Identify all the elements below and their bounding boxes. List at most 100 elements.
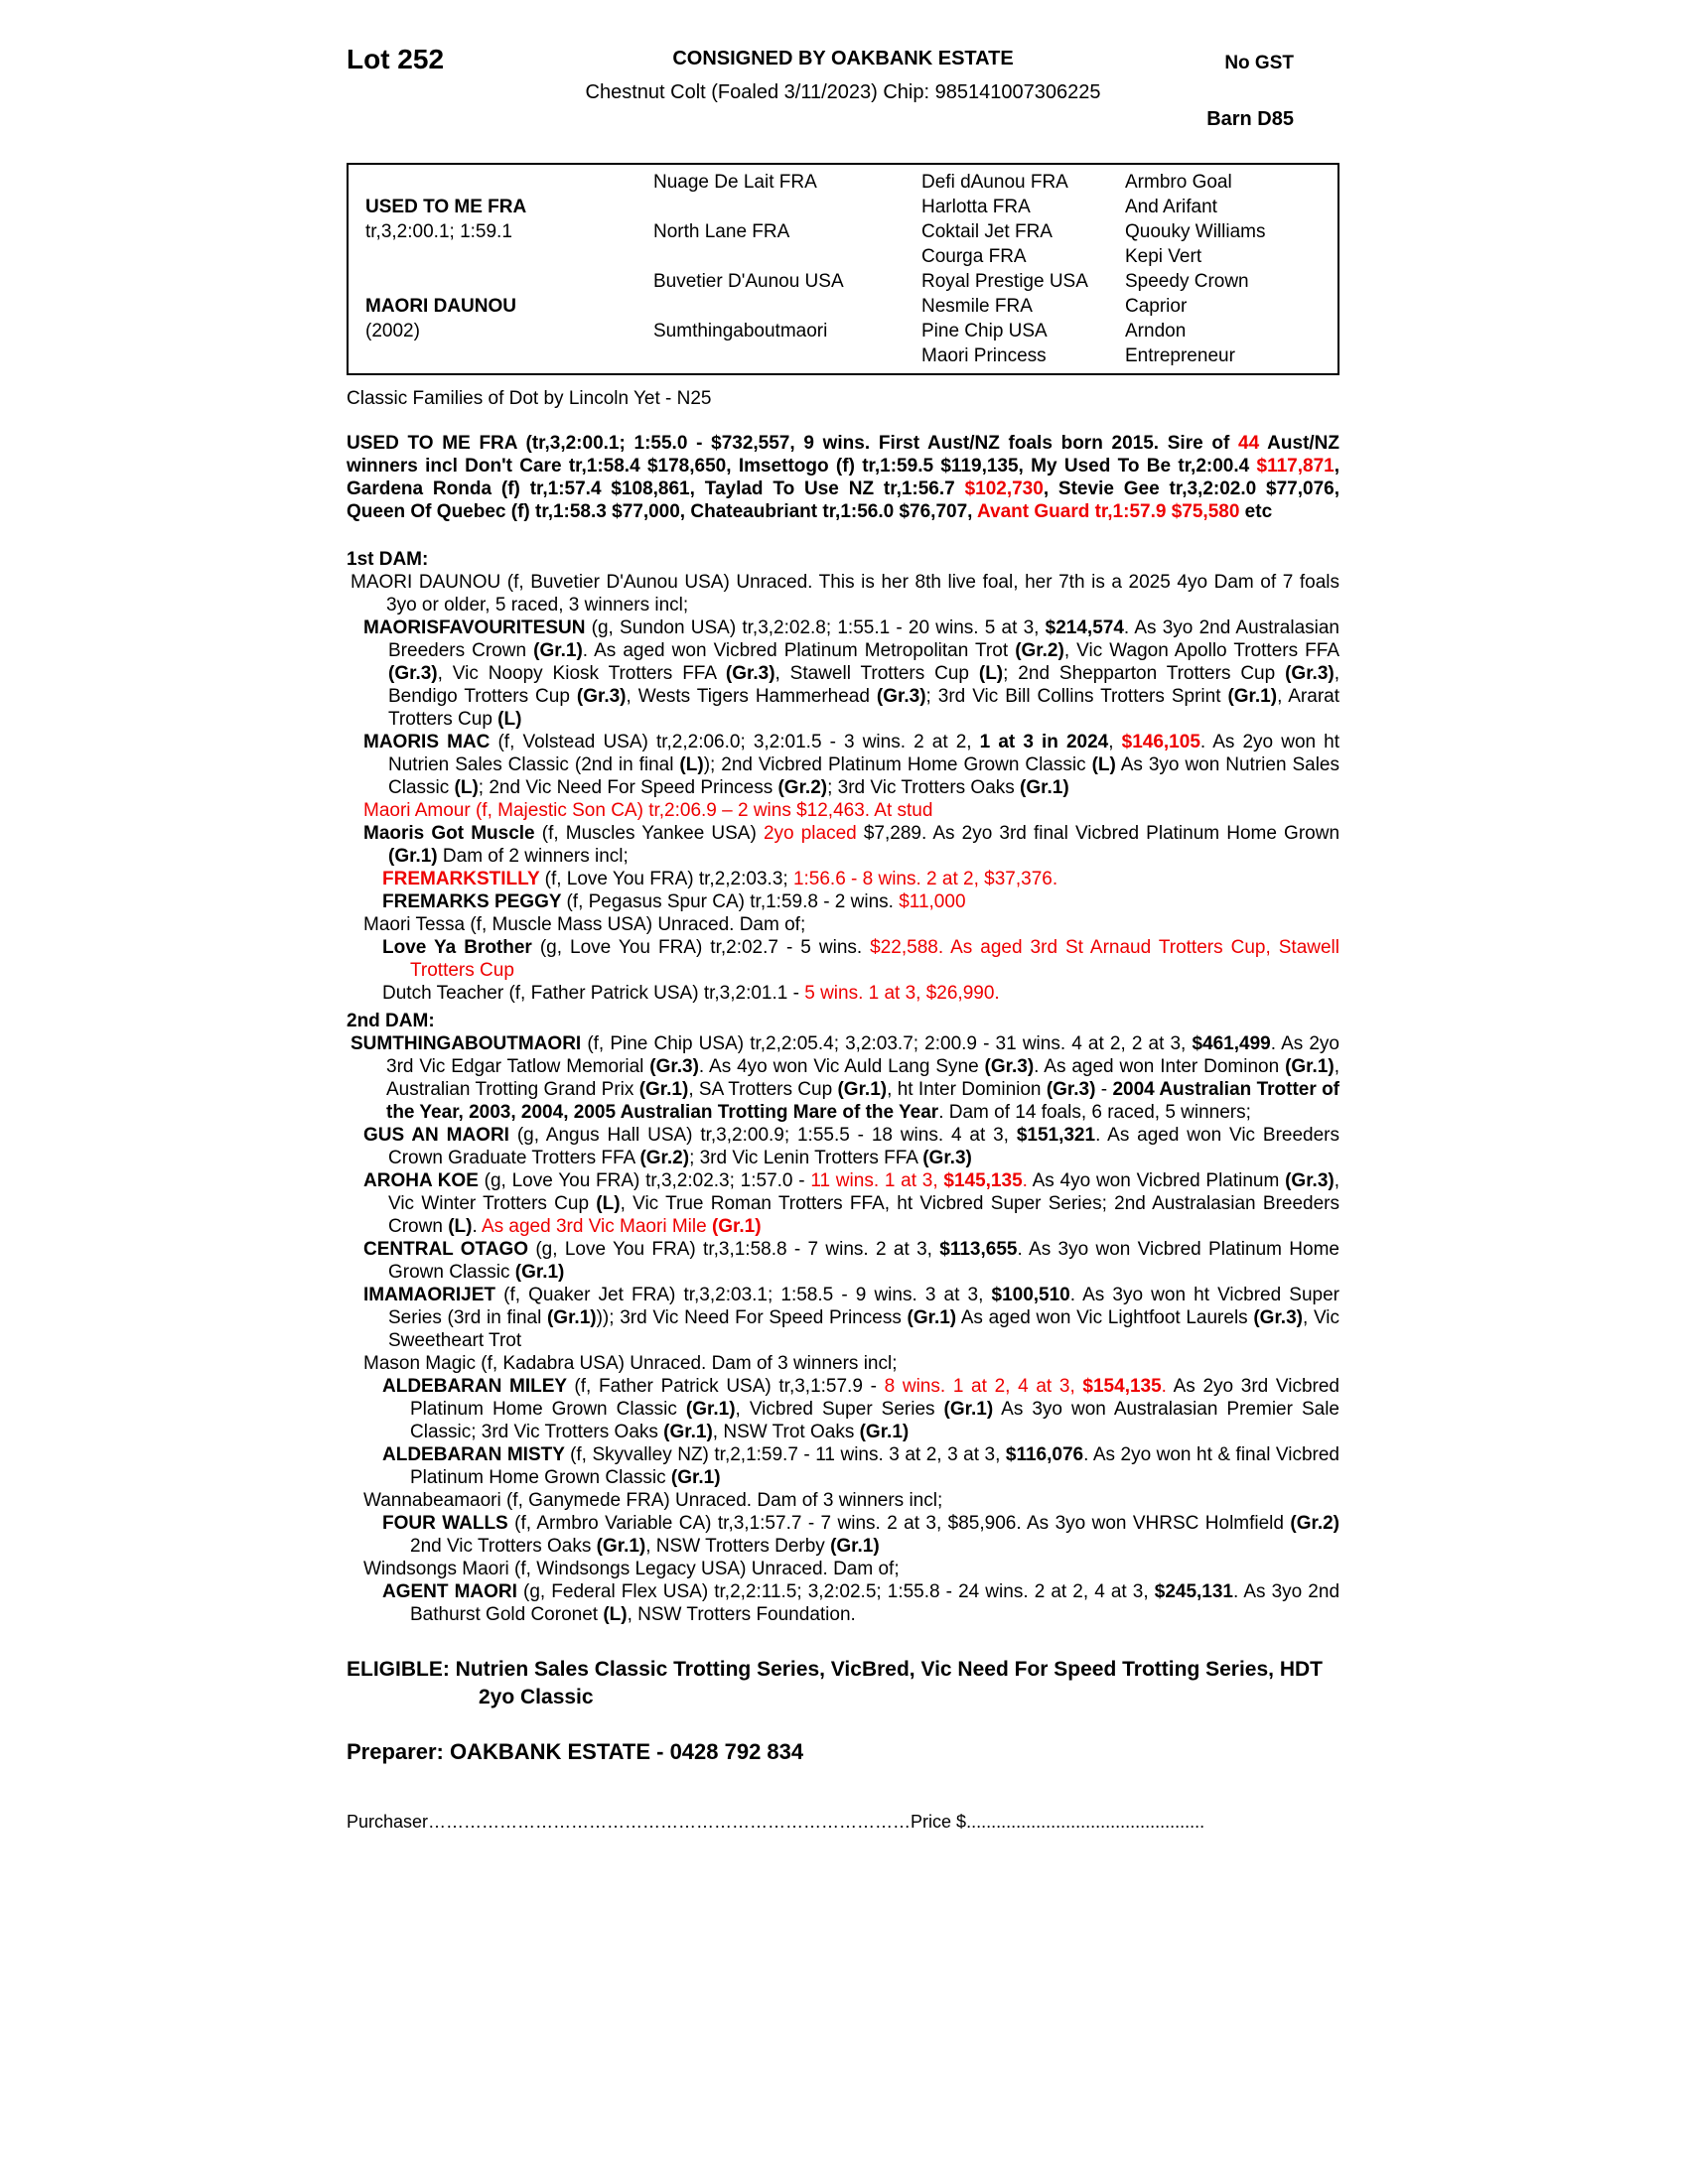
text-segment: Wannabeamaori (f, Ganymede FRA) Unraced.… xyxy=(363,1490,943,1511)
text-segment: 2nd DAM: xyxy=(347,1011,435,1031)
text-segment: . As 3yo won ht Vicbred Super Series (3r… xyxy=(388,1285,1339,1328)
text-segment: As 2yo 3rd Vicbred Platinum Home Grown C… xyxy=(410,1376,1339,1420)
text-segment: Avant Guard tr,1:57.9 $75,580 xyxy=(977,501,1240,522)
progeny-mason-magic: Mason Magic (f, Kadabra USA) Unraced. Da… xyxy=(347,1352,1339,1375)
text-segment: , Bendigo Trotters Cup xyxy=(388,663,1339,707)
progeny-maorisfavouritesun: MAORISFAVOURITESUN (g, Sundon USA) tr,3,… xyxy=(347,616,1339,731)
pedigree-cell: Nesmile FRA xyxy=(921,296,1033,317)
text-segment: ; 2nd Shepparton Trotters Cup xyxy=(1003,663,1286,684)
text-segment: (f, Armbro Variable CA) tr,3,1:57.7 - 7 … xyxy=(514,1513,1291,1534)
text-segment: (Gr.1) xyxy=(1285,1056,1335,1077)
pedigree-cell: (2002) xyxy=(365,321,420,341)
text-segment: ; 3rd Vic Bill Collins Trotters Sprint xyxy=(925,686,1228,707)
text-segment: . As aged won Vic Breeders Crown Graduat… xyxy=(388,1125,1340,1168)
progeny-dutch-teacher: Dutch Teacher (f, Father Patrick USA) tr… xyxy=(347,982,1339,1005)
text-segment: ALDEBARAN MILEY xyxy=(382,1376,575,1397)
text-segment: As 4yo won Vicbred Platinum xyxy=(1027,1170,1286,1191)
text-segment: . As 3yo won Vicbred Platinum Home Grown… xyxy=(388,1239,1339,1283)
pedigree-cell: Harlotta FRA xyxy=(921,197,1031,217)
text-segment: , Vic Wagon Apollo Trotters FFA xyxy=(1063,640,1340,661)
text-segment: USED TO ME FRA (tr,3,2:00.1; 1:55.0 - $7… xyxy=(347,433,1239,454)
text-segment: (Gr.3) xyxy=(984,1056,1035,1077)
text-segment: AROHA KOE xyxy=(363,1170,485,1191)
text-segment: . As 4yo won Vic Auld Lang Syne xyxy=(698,1056,985,1077)
header-right: No GST Barn D85 xyxy=(1206,52,1294,131)
text-segment: (f, Love You FRA) tr,2,2:03.3; xyxy=(544,869,793,889)
progeny-four-walls: FOUR WALLS (f, Armbro Variable CA) tr,3,… xyxy=(347,1512,1339,1558)
text-segment: 2004 Australian Trotter of the Year, 200… xyxy=(386,1079,1340,1123)
text-segment: (Gr.1) xyxy=(533,640,583,661)
progeny-maori-amour: Maori Amour (f, Majestic Son CA) tr,2:06… xyxy=(347,799,1339,822)
text-segment: (Gr.3) xyxy=(1285,663,1335,684)
text-segment: (Gr.1) xyxy=(546,1307,597,1328)
pedigree-cell: USED TO ME FRA xyxy=(365,197,527,217)
text-segment: (Gr.1) xyxy=(388,846,438,867)
progeny-maoris-mac: MAORIS MAC (f, Volstead USA) tr,2,2:06.0… xyxy=(347,731,1339,799)
pedigree-cell: And Arifant xyxy=(1125,197,1217,217)
pedigree-cell: Courga FRA xyxy=(921,246,1027,267)
progeny-central-otago: CENTRAL OTAGO (g, Love You FRA) tr,3,1:5… xyxy=(347,1238,1339,1284)
text-segment: MAORIS MAC xyxy=(363,732,498,752)
pedigree-cell: Arndon xyxy=(1125,321,1187,341)
text-segment: $145,135 xyxy=(943,1170,1023,1191)
text-segment: . xyxy=(472,1216,482,1237)
text-segment: 44 xyxy=(1238,433,1260,454)
second-dam-heading: 2nd DAM: xyxy=(347,1010,1339,1032)
text-segment: (Gr.1) xyxy=(514,1262,565,1283)
pedigree-cell: Maori Princess xyxy=(921,345,1047,366)
text-segment: , Vic Noopy Kiosk Trotters FFA xyxy=(437,663,726,684)
text-segment: (L) xyxy=(448,1216,473,1237)
progeny-aroha-koe: AROHA KOE (g, Love You FRA) tr,3,2:02.3;… xyxy=(347,1169,1339,1238)
text-segment: FREMARKSTILLY xyxy=(382,869,545,889)
text-segment: . As 2yo 3rd Vic Edgar Tatlow Memorial xyxy=(386,1033,1339,1077)
text-segment: (L) xyxy=(454,777,479,798)
text-segment: , Australian Trotting Grand Prix xyxy=(386,1056,1339,1100)
text-segment: $7,289. As 2yo 3rd final Vicbred Platinu… xyxy=(856,823,1340,844)
page-footer: ELIGIBLE: Nutrien Sales Classic Trotting… xyxy=(347,1656,1339,1834)
text-segment: (Gr.2) xyxy=(1015,640,1064,661)
text-segment: Dam of 2 winners incl; xyxy=(437,846,629,867)
pedigree-cell: Pine Chip USA xyxy=(921,321,1048,341)
text-segment: , Vic Sweetheart Trot xyxy=(388,1307,1339,1351)
pedigree-cell: Caprior xyxy=(1125,296,1188,317)
text-segment: IMAMAORIJET xyxy=(363,1285,504,1305)
text-segment: 8 wins. 1 at 2, 4 at 3, xyxy=(884,1376,1083,1397)
text-segment: (Gr.3) xyxy=(725,663,775,684)
text-segment: As 3yo won Australasian Premier Sale Cla… xyxy=(410,1399,1339,1442)
text-segment: (Gr.1) xyxy=(711,1216,762,1237)
consignor-title: CONSIGNED BY OAKBANK ESTATE xyxy=(672,48,1014,69)
text-segment: (Gr.3) xyxy=(576,686,627,707)
text-segment: ........................................… xyxy=(966,1812,1205,1832)
text-segment: (Gr.1) xyxy=(685,1399,736,1420)
progeny-windsongs-maori: Windsongs Maori (f, Windsongs Legacy USA… xyxy=(347,1558,1339,1580)
text-segment: 5 wins. 1 at 3, $26,990. xyxy=(804,983,1000,1004)
gst-note: No GST xyxy=(1224,53,1294,73)
text-segment: Aust/NZ winners incl Don't Care tr,1:58.… xyxy=(347,433,1339,477)
text-segment: $245,131 xyxy=(1154,1581,1233,1602)
pedigree-cell: Entrepreneur xyxy=(1125,345,1235,366)
progeny-maori-tessa: Maori Tessa (f, Muscle Mass USA) Unraced… xyxy=(347,913,1339,936)
text-segment: (g, Angus Hall USA) tr,3,2:00.9; 1:55.5 … xyxy=(516,1125,1017,1146)
text-segment: (Gr.1) xyxy=(943,1399,994,1420)
text-segment: , Ararat Trotters Cup xyxy=(388,686,1339,730)
text-segment: $116,076 xyxy=(1005,1444,1084,1465)
progeny-wannabeamaori: Wannabeamaori (f, Ganymede FRA) Unraced.… xyxy=(347,1489,1339,1512)
text-segment: 11 wins. 1 at 3, xyxy=(810,1170,944,1191)
text-segment: $117,871 xyxy=(1256,456,1335,477)
progeny-aldebaran-miley: ALDEBARAN MILEY (f, Father Patrick USA) … xyxy=(347,1375,1339,1443)
text-segment: $146,105 xyxy=(1121,732,1200,752)
eligibility-note: ELIGIBLE: Nutrien Sales Classic Trotting… xyxy=(347,1656,1339,1711)
text-segment: . As 2yo won ht Nutrien Sales Classic (2… xyxy=(388,732,1340,775)
progeny-gus-an-maori: GUS AN MAORI (g, Angus Hall USA) tr,3,2:… xyxy=(347,1124,1339,1169)
text-segment: (f, Pegasus Spur CA) tr,1:59.8 - 2 wins. xyxy=(566,891,900,912)
progeny-fremarks-peggy: FREMARKS PEGGY (f, Pegasus Spur CA) tr,1… xyxy=(347,890,1339,913)
text-segment: Price $ xyxy=(911,1812,967,1832)
text-segment: , SA Trotters Cup xyxy=(688,1079,838,1100)
text-segment: . Dam of 14 foals, 6 raced, 5 winners; xyxy=(938,1102,1251,1123)
text-segment: (f, Muscles Yankee USA) xyxy=(541,823,764,844)
text-segment: (f, Volstead USA) tr,2,2:06.0; 3,2:01.5 … xyxy=(497,732,980,752)
text-segment: SUMTHINGABOUTMAORI xyxy=(351,1033,588,1054)
text-segment: (f, Father Patrick USA) tr,3,1:57.9 - xyxy=(574,1376,885,1397)
text-segment: AGENT MAORI xyxy=(382,1581,524,1602)
dam-maori-daunou: MAORI DAUNOU (f, Buvetier D'Aunou USA) U… xyxy=(347,571,1339,616)
